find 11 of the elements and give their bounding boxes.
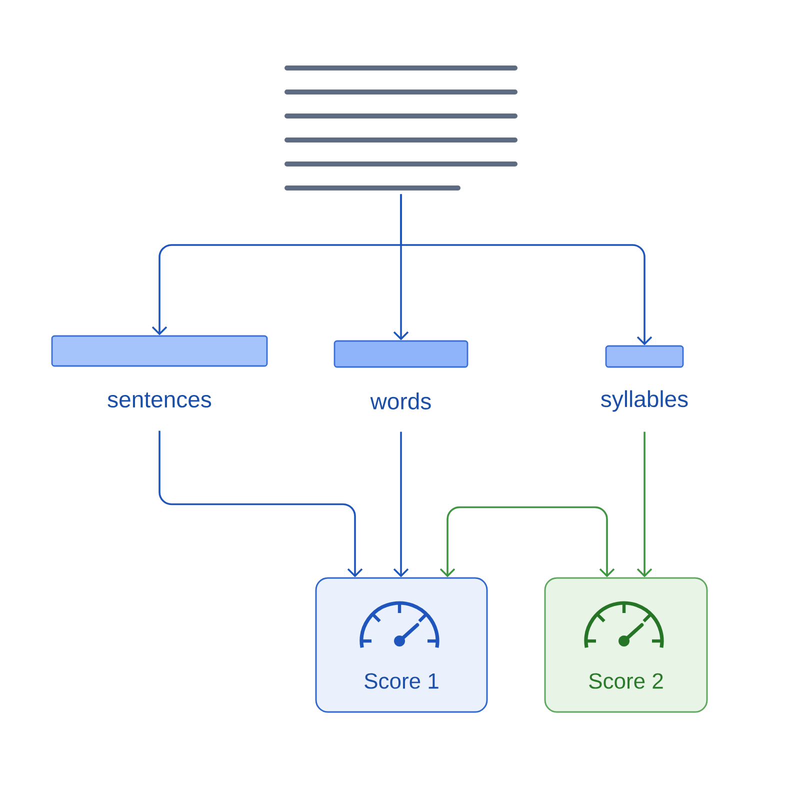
document-lines-drawing [284, 66, 518, 190]
category-label: words [370, 392, 431, 410]
score-box: Score 1 [315, 577, 488, 713]
arrow [636, 432, 652, 578]
score-box: Score 2 [544, 577, 708, 713]
arrow [158, 430, 363, 578]
arrow [393, 432, 409, 578]
arrow [440, 506, 615, 578]
arrow [400, 194, 652, 346]
category-label: sentences [108, 392, 212, 408]
category-label: syllables [601, 390, 688, 412]
